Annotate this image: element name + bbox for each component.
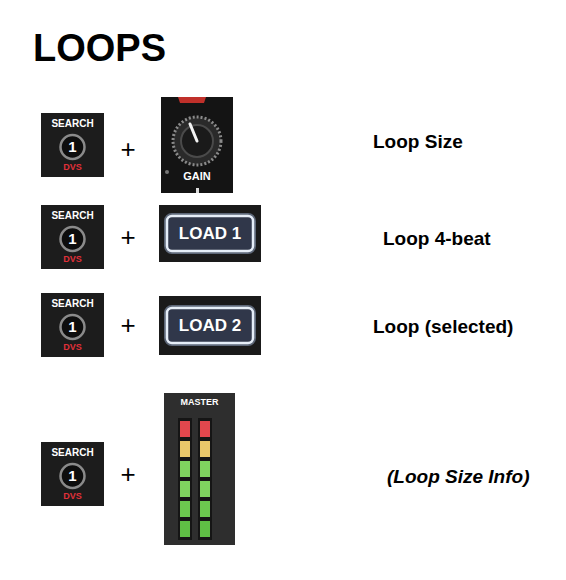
button-panel	[159, 296, 261, 355]
meter-column	[178, 418, 192, 540]
meter-segment	[200, 461, 210, 477]
button-label: LOAD 1	[179, 224, 241, 244]
knob-ring	[173, 117, 221, 165]
meter-segment	[180, 441, 190, 457]
button-label: SEARCH	[51, 447, 93, 459]
button-glow	[167, 308, 253, 343]
button-panel	[41, 293, 104, 357]
mode-label: DVS	[63, 342, 82, 353]
red-marking	[178, 97, 206, 103]
button-label: SEARCH	[51, 210, 93, 222]
button-outline	[167, 308, 253, 343]
meter-column	[198, 418, 212, 540]
load-button: LOAD 1	[159, 205, 261, 262]
master-meter: MASTER	[164, 393, 235, 545]
meter-segment	[180, 481, 190, 497]
meter-segment	[200, 421, 210, 437]
page-title: LOOPS	[33, 26, 166, 70]
meter-label: MASTER	[181, 397, 219, 408]
function-label: Loop 4-beat	[383, 227, 491, 250]
channel-number: 1	[68, 318, 76, 336]
plus-sign: +	[120, 459, 135, 490]
knob-indicator	[190, 124, 197, 141]
button-glow	[167, 216, 253, 251]
channel-number: 1	[68, 230, 76, 248]
search-button: SEARCH 1DVS	[41, 113, 104, 177]
search-button: SEARCH 1DVS	[41, 293, 104, 357]
button-panel	[41, 442, 104, 506]
meter-segment	[200, 501, 210, 517]
function-label: Loop (selected)	[373, 315, 513, 338]
meter-segment	[200, 521, 210, 537]
mode-label: DVS	[63, 491, 82, 502]
search-button: SEARCH 1DVS	[41, 442, 104, 506]
plus-sign: +	[120, 134, 135, 165]
knob-label: GAIN	[183, 170, 211, 183]
function-label: Loop Size	[373, 130, 463, 153]
knob-cap	[181, 125, 213, 157]
plus-sign: +	[120, 222, 135, 253]
scale-tick	[196, 188, 199, 193]
mode-label: DVS	[63, 254, 82, 265]
load-button: LOAD 2	[159, 296, 261, 355]
meter-segment	[180, 421, 190, 437]
button-label: SEARCH	[51, 298, 93, 310]
function-label: (Loop Size Info)	[387, 465, 529, 488]
meter-segment	[200, 441, 210, 457]
scale-dot	[165, 170, 169, 174]
button-cap	[61, 135, 85, 159]
meter-segment	[180, 461, 190, 477]
mode-label: DVS	[63, 162, 82, 173]
button-panel	[41, 113, 104, 177]
button-cap	[61, 464, 85, 488]
channel-number: 1	[68, 138, 76, 156]
button-cap	[61, 315, 85, 339]
meter-segment	[180, 501, 190, 517]
button-label: SEARCH	[51, 118, 93, 130]
button-cap	[61, 227, 85, 251]
button-label: LOAD 2	[179, 316, 241, 336]
button-panel	[41, 205, 104, 269]
plus-sign: +	[120, 310, 135, 341]
search-button: SEARCH 1DVS	[41, 205, 104, 269]
button-outline	[167, 216, 253, 251]
meter-segment	[180, 521, 190, 537]
meter-segment	[200, 481, 210, 497]
meter-panel	[164, 393, 235, 545]
channel-number: 1	[68, 467, 76, 485]
gain-knob: GAIN	[161, 97, 233, 193]
button-panel	[159, 205, 261, 262]
knob-panel	[161, 97, 233, 193]
